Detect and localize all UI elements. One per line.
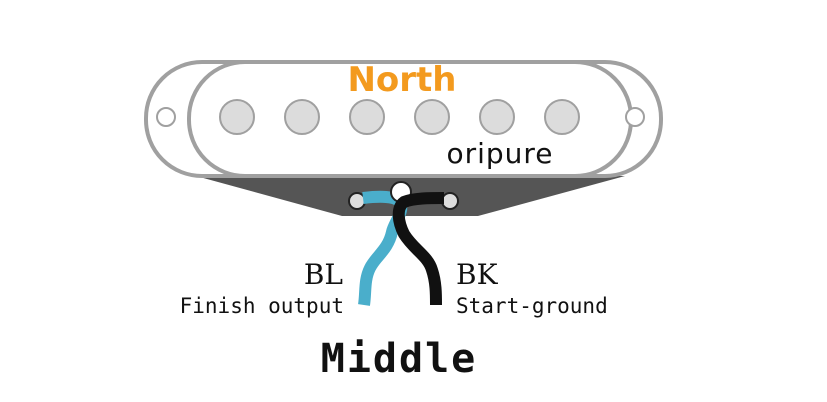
- wire-desc-bl: Finish output: [180, 294, 344, 318]
- eyelet-right: [441, 192, 459, 210]
- wire-code-bk: BK: [456, 258, 499, 291]
- pole-piece: [414, 99, 450, 135]
- mounting-hole-right: [625, 107, 645, 127]
- pole-pieces: [219, 99, 580, 135]
- polarity-label: North: [347, 60, 456, 100]
- pole-piece: [219, 99, 255, 135]
- pole-piece: [349, 99, 385, 135]
- pole-piece: [284, 99, 320, 135]
- wire-desc-bk: Start-ground: [456, 294, 608, 318]
- eyelet-left: [348, 192, 366, 210]
- mounting-hole-left: [156, 107, 176, 127]
- pole-piece: [479, 99, 515, 135]
- wire-code-bl: BL: [304, 258, 343, 291]
- position-label: Middle: [321, 336, 478, 382]
- pole-piece: [544, 99, 580, 135]
- brand-logo: oripure: [446, 137, 553, 170]
- wire-bk: [392, 192, 445, 306]
